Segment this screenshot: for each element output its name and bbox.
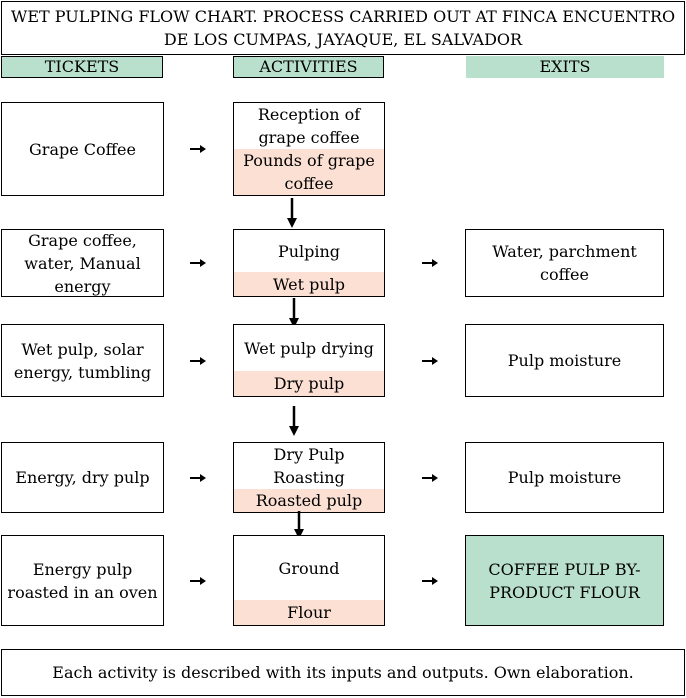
arrow-right-icon <box>422 357 438 365</box>
activity-output-3: Dry pulp <box>234 371 384 396</box>
activity-label-3: Wet pulp drying <box>244 338 374 358</box>
activity-output-4: Roasted pulp <box>234 489 384 512</box>
activity-output-5: Flour <box>234 600 384 625</box>
arrow-right-icon <box>422 259 438 267</box>
arrow-right-icon <box>190 474 206 482</box>
ticket-text-3: Wet pulp, solar energy, tumbling <box>13 339 152 382</box>
exit-box-3: Pulp moisture <box>465 324 664 397</box>
activity-label-2: Pulping <box>277 241 341 261</box>
activity-box-2: Pulping Wet pulp <box>233 229 385 297</box>
exit-box-4: Pulp moisture <box>465 442 664 513</box>
ticket-box-1: Grape Coffee <box>1 102 164 196</box>
arrow-down-icon <box>289 298 299 328</box>
arrow-right-icon <box>190 357 206 365</box>
activity-box-4: Dry Pulp Roasting Roasted pulp <box>233 442 385 513</box>
exit-text-4: Pulp moisture <box>507 468 622 487</box>
ticket-box-2: Grape coffee, water, Manual energy <box>1 229 164 297</box>
arrow-down-icon <box>287 198 297 228</box>
activity-box-3: Wet pulp drying Dry pulp <box>233 324 385 397</box>
arrow-right-icon <box>190 145 206 153</box>
arrow-right-icon <box>190 259 206 267</box>
footer-note: Each activity is described with its inpu… <box>1 649 685 696</box>
arrow-right-icon <box>422 577 438 585</box>
activity-label-1: Reception of grape coffee <box>257 105 361 147</box>
ticket-text-2: Grape coffee, water, Manual energy <box>24 230 141 296</box>
ticket-box-5: Energy pulp roasted in an oven <box>1 535 164 626</box>
header-exits: EXITS <box>466 56 664 78</box>
activity-output-2: Wet pulp <box>234 272 384 296</box>
arrow-down-icon <box>289 406 299 436</box>
ticket-text-5: Energy pulp roasted in an oven <box>7 559 158 602</box>
exit-text-2: Water, parchment coffee <box>492 242 637 284</box>
exit-box-final: COFFEE PULP BY-PRODUCT FLOUR <box>465 535 664 626</box>
activity-output-1: Pounds of grape coffee <box>234 149 384 195</box>
ticket-box-4: Energy, dry pulp <box>1 442 164 513</box>
chart-title: WET PULPING FLOW CHART. PROCESS CARRIED … <box>1 1 685 55</box>
activity-box-5: Ground Flour <box>233 535 385 626</box>
ticket-text-4: Energy, dry pulp <box>15 468 150 487</box>
exit-text-3: Pulp moisture <box>507 351 622 370</box>
ticket-box-3: Wet pulp, solar energy, tumbling <box>1 324 164 397</box>
exit-text-5: COFFEE PULP BY-PRODUCT FLOUR <box>488 559 641 602</box>
ticket-text-1: Grape Coffee <box>29 139 136 159</box>
header-activities: ACTIVITIES <box>233 56 384 78</box>
arrow-right-icon <box>422 474 438 482</box>
header-tickets: TICKETS <box>1 56 163 78</box>
activity-label-5: Ground <box>278 558 340 578</box>
arrow-right-icon <box>190 577 206 585</box>
activity-label-4: Dry Pulp Roasting <box>273 445 345 487</box>
activity-box-1: Reception of grape coffee Pounds of grap… <box>233 102 385 196</box>
exit-box-2: Water, parchment coffee <box>465 229 664 297</box>
arrow-down-icon <box>294 511 304 539</box>
